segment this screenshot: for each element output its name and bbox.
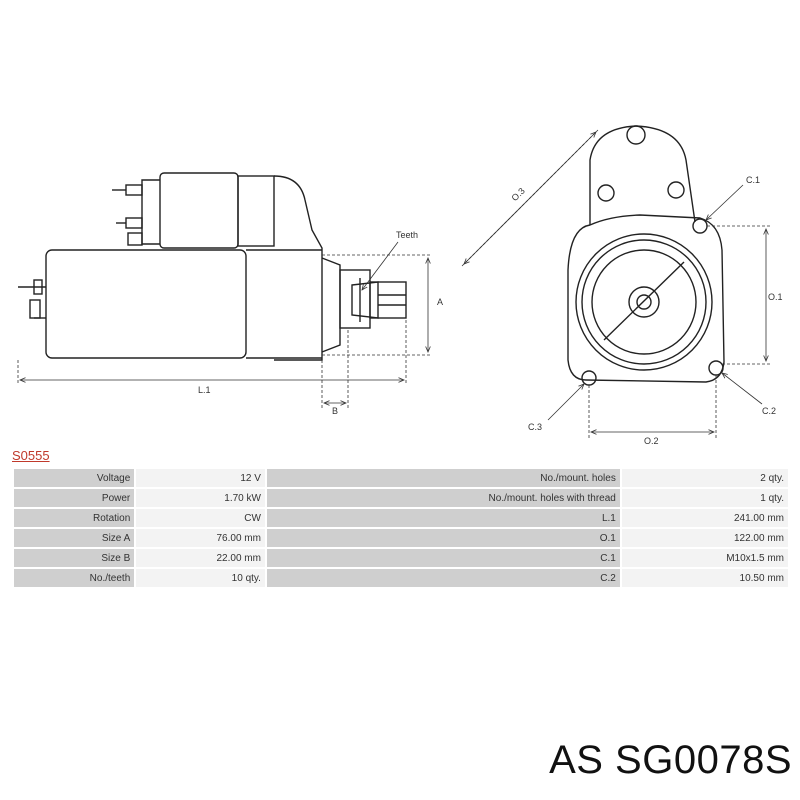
dim-b-label: B bbox=[332, 406, 338, 416]
spec-value: 2 qty. bbox=[621, 469, 788, 487]
spec-value: CW bbox=[136, 509, 265, 527]
specs-table: Voltage 12 V No./mount. holes 2 qty. Pow… bbox=[12, 467, 790, 589]
front-view bbox=[567, 125, 725, 386]
spec-label: Size B bbox=[14, 549, 135, 567]
table-row: Power 1.70 kW No./mount. holes with thre… bbox=[14, 489, 788, 507]
spec-label: C.1 bbox=[266, 549, 620, 567]
spec-value: 76.00 mm bbox=[136, 529, 265, 547]
spec-label: C.2 bbox=[266, 569, 620, 587]
spec-value: 22.00 mm bbox=[136, 549, 265, 567]
dim-o2-label: O.2 bbox=[644, 436, 659, 445]
dim-o3-label: O.3 bbox=[510, 186, 527, 203]
spec-label: L.1 bbox=[266, 509, 620, 527]
table-row: Size B 22.00 mm C.1 M10x1.5 mm bbox=[14, 549, 788, 567]
spec-value: 1.70 kW bbox=[136, 489, 265, 507]
table-row: Size A 76.00 mm O.1 122.00 mm bbox=[14, 529, 788, 547]
side-dimensions bbox=[17, 241, 432, 408]
table-row: No./teeth 10 qty. C.2 10.50 mm bbox=[14, 569, 788, 587]
spec-value: M10x1.5 mm bbox=[621, 549, 788, 567]
spec-value: 10 qty. bbox=[136, 569, 265, 587]
spec-value: 122.00 mm bbox=[621, 529, 788, 547]
dim-o1-label: O.1 bbox=[768, 292, 783, 302]
dim-c1-label: C.1 bbox=[746, 175, 760, 185]
part-number-title: AS SG0078S bbox=[549, 738, 792, 782]
spec-label: Size A bbox=[14, 529, 135, 547]
spec-label: No./mount. holes bbox=[266, 469, 620, 487]
dim-a-label: A bbox=[437, 297, 443, 307]
spec-label: Power bbox=[14, 489, 135, 507]
teeth-label: Teeth bbox=[396, 230, 418, 240]
spec-value: 10.50 mm bbox=[621, 569, 788, 587]
spec-label: O.1 bbox=[266, 529, 620, 547]
table-row: Voltage 12 V No./mount. holes 2 qty. bbox=[14, 469, 788, 487]
front-dimensions bbox=[461, 129, 770, 438]
dim-c2-label: C.2 bbox=[762, 406, 776, 416]
spec-label: No./mount. holes with thread bbox=[266, 489, 620, 507]
product-code: S0555 bbox=[12, 448, 50, 463]
spec-value: 12 V bbox=[136, 469, 265, 487]
dim-l1-label: L.1 bbox=[198, 385, 211, 395]
side-view bbox=[18, 172, 407, 361]
spec-value: 241.00 mm bbox=[621, 509, 788, 527]
table-row: Rotation CW L.1 241.00 mm bbox=[14, 509, 788, 527]
spec-label: Rotation bbox=[14, 509, 135, 527]
technical-drawing: Teeth A B L.1 O.3 C.1 O.1 bbox=[17, 125, 783, 445]
spec-label: Voltage bbox=[14, 469, 135, 487]
dim-c3-label: C.3 bbox=[528, 422, 542, 432]
spec-label: No./teeth bbox=[14, 569, 135, 587]
spec-value: 1 qty. bbox=[621, 489, 788, 507]
